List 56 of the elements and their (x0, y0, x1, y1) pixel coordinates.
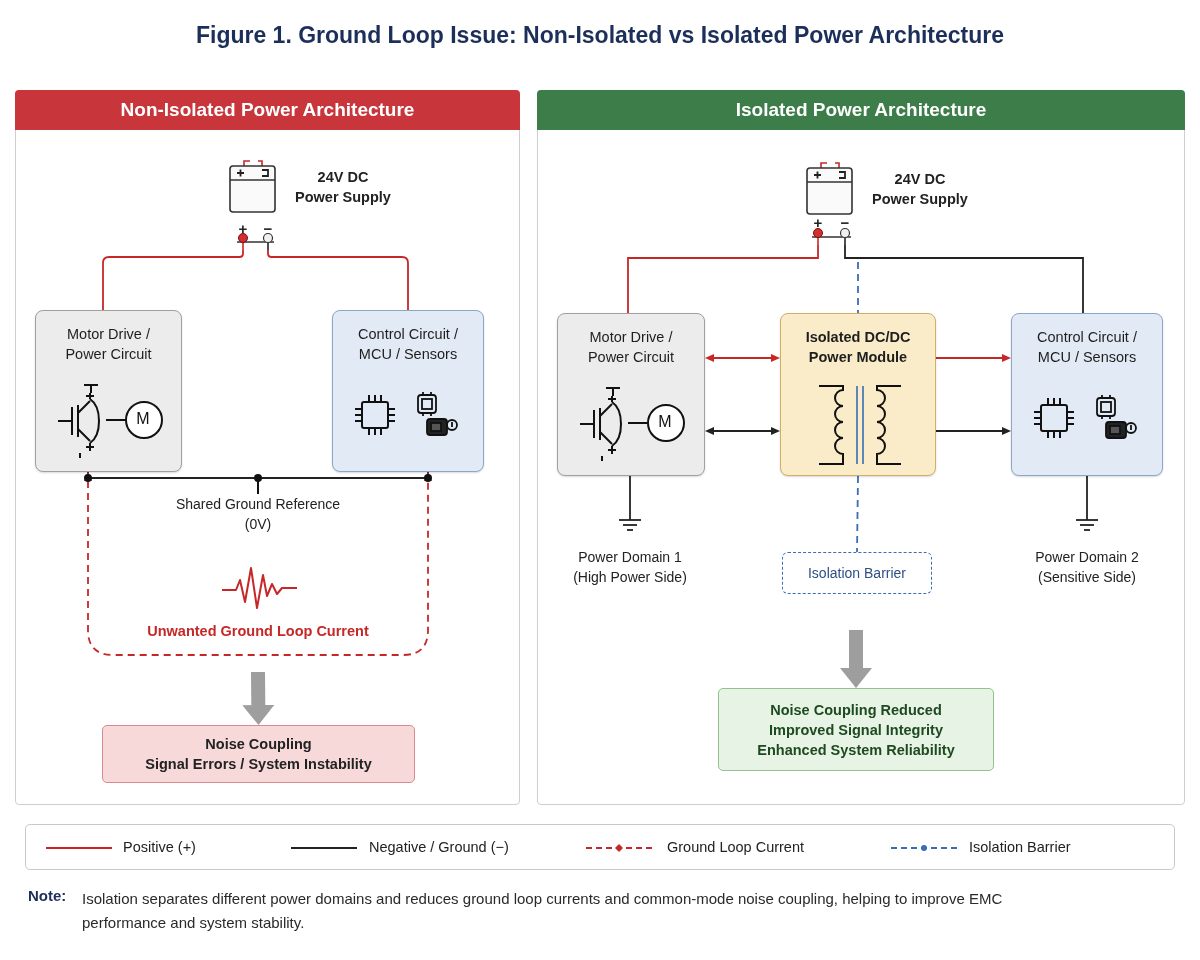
arrow (705, 427, 780, 435)
block-title: Motor Drive / Power Circuit (64, 325, 153, 364)
arrow (935, 354, 1011, 362)
circuit-block (557, 313, 705, 476)
wire (627, 244, 819, 314)
legend-label: Positive (+) (123, 839, 196, 855)
result-text: Enhanced System Reliability (757, 741, 955, 758)
arrow (84, 472, 432, 656)
panel-header: Isolated Power Architecture (537, 90, 1185, 130)
result-panel (718, 688, 994, 771)
arrow (705, 354, 780, 362)
loop-current-label: Unwanted Ground Loop Current (147, 623, 369, 639)
domain-label: Power Domain 1 (High Power Side) (572, 548, 688, 587)
wire (856, 475, 859, 553)
block-title: Isolated DC/DC Power Module (804, 328, 912, 367)
terminal-sign: + (813, 213, 823, 231)
domain-label: Power Domain 2 (Sensitive Side) (1034, 548, 1140, 587)
wire (1086, 475, 1088, 501)
panel-header: Non-Isolated Power Architecture (15, 90, 520, 130)
terminal-sign: − (263, 219, 273, 237)
circuit-block (35, 310, 182, 472)
block-arrow (242, 671, 275, 725)
block-title: Motor Drive / Power Circuit (586, 328, 676, 367)
supply-label: 24V DC Power Supply (294, 168, 392, 207)
wire (844, 244, 1084, 314)
supply-label: 24V DC Power Supply (871, 170, 969, 209)
note-text: Isolation separates different power domains and reduces ground loop currents and common-mode noise coupling, helping to improve EMC performance and system stability. (82, 889, 1004, 933)
figure-title: Figure 1. Ground Loop Issue: Non-Isolated vs Isolated Power Architecture (194, 22, 1006, 49)
terminal-sign: − (840, 213, 850, 231)
circuit-block (780, 313, 936, 476)
legend-label: Ground Loop Current (667, 839, 805, 855)
block-title: Control Circuit / MCU / Sensors (1036, 328, 1138, 367)
wire (102, 249, 244, 311)
result-text: Signal Errors / System Instability (145, 756, 372, 772)
result-text: Noise Coupling (205, 736, 312, 752)
barrier-tag: Isolation Barrier (782, 552, 932, 594)
panel-frame (537, 90, 1185, 805)
panel-frame (15, 90, 520, 805)
circuit-block (332, 310, 484, 472)
motor-letter: M (136, 410, 150, 428)
legend-label: Negative / Ground (−) (369, 839, 509, 855)
wire (87, 471, 429, 479)
legend-label: Isolation Barrier (969, 839, 1071, 855)
note-label: Note: (28, 887, 67, 904)
wire (267, 249, 409, 311)
block-arrow (840, 630, 872, 688)
terminal-sign: + (238, 219, 248, 237)
wire (629, 475, 631, 501)
result-text: Noise Coupling Reduced (770, 701, 942, 718)
wire (857, 261, 859, 314)
arrow (935, 427, 1011, 435)
circuit-block (1011, 313, 1163, 476)
result-text: Improved Signal Integrity (769, 721, 943, 738)
block-title: Control Circuit / MCU / Sensors (357, 325, 459, 364)
motor-letter: M (658, 413, 672, 431)
result-panel (102, 725, 415, 783)
